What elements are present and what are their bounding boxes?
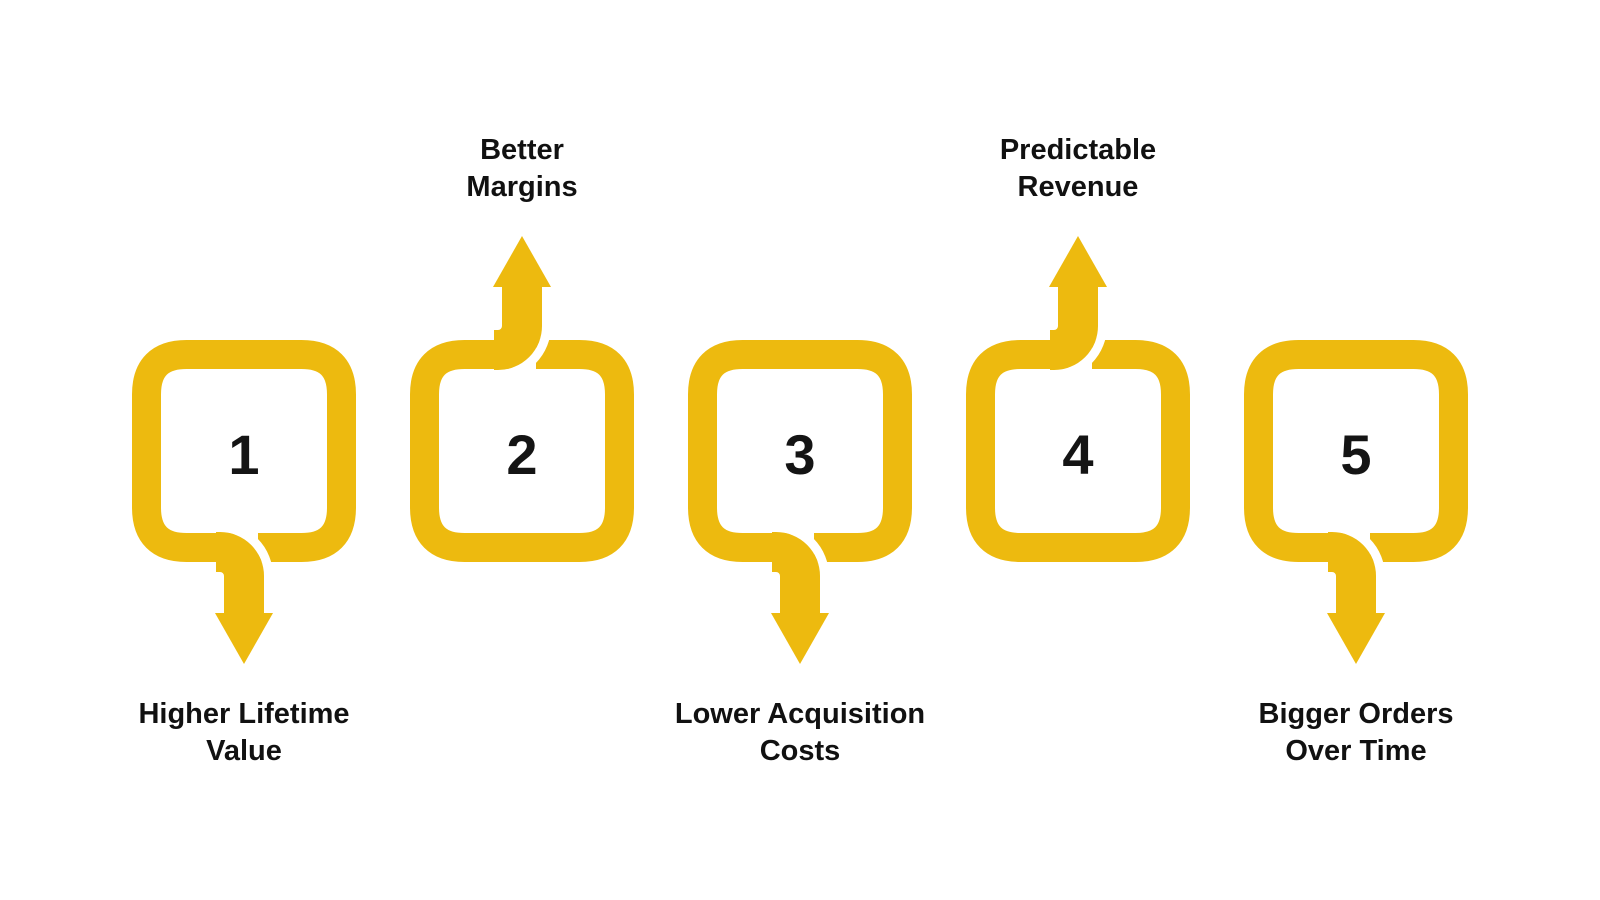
step-number: 2 [506, 422, 538, 486]
arrow-notch-cutout [1053, 325, 1107, 379]
box-outline-path [688, 340, 912, 562]
step-label: Lower Acquisition Costs [674, 698, 926, 767]
step-number: 3 [784, 422, 816, 486]
arrow-tube-path [1328, 532, 1376, 618]
arrow-tube-path [772, 532, 820, 618]
step-label: Better Margins [466, 134, 578, 203]
step-number: 1 [228, 422, 260, 486]
arrow-notch-cutout [775, 523, 829, 577]
step-column-4: Predictable Revenue 4 [964, 120, 1192, 800]
arrowhead-down [771, 613, 829, 664]
step-graphic-up [966, 236, 1190, 562]
step-column-5: 5 Bigger Orders Over Time [1242, 120, 1470, 800]
step-label: Higher Lifetime Value [138, 698, 350, 767]
step-number: 5 [1340, 422, 1372, 486]
box-outline-path [1244, 340, 1468, 562]
arrowhead-up [1049, 236, 1107, 287]
arrow-tube-path [1050, 284, 1098, 370]
box-outline-path [132, 340, 356, 562]
step-column-1: 1 Higher Lifetime Value [130, 120, 358, 800]
arrow-tube-path [494, 284, 542, 370]
step-graphic-down [688, 340, 912, 664]
arrow-tube-path [216, 532, 264, 618]
step-number: 4 [1062, 422, 1094, 486]
step-label: Predictable Revenue [999, 134, 1157, 203]
step-graphic-up [410, 236, 634, 562]
arrowhead-down [215, 613, 273, 664]
arrow-notch-cutout [1331, 523, 1385, 577]
step-graphic-down [132, 340, 356, 664]
arrowhead-down [1327, 613, 1385, 664]
step-column-3: 3 Lower Acquisition Costs [675, 120, 925, 800]
arrowhead-up [493, 236, 551, 287]
step-column-2: Better Margins 2 [408, 120, 636, 800]
box-outline-path [966, 340, 1190, 562]
box-outline-path [410, 340, 634, 562]
step-graphic-down [1244, 340, 1468, 664]
step-label: Bigger Orders Over Time [1258, 698, 1454, 767]
arrow-notch-cutout [219, 523, 273, 577]
arrow-notch-cutout [497, 325, 551, 379]
